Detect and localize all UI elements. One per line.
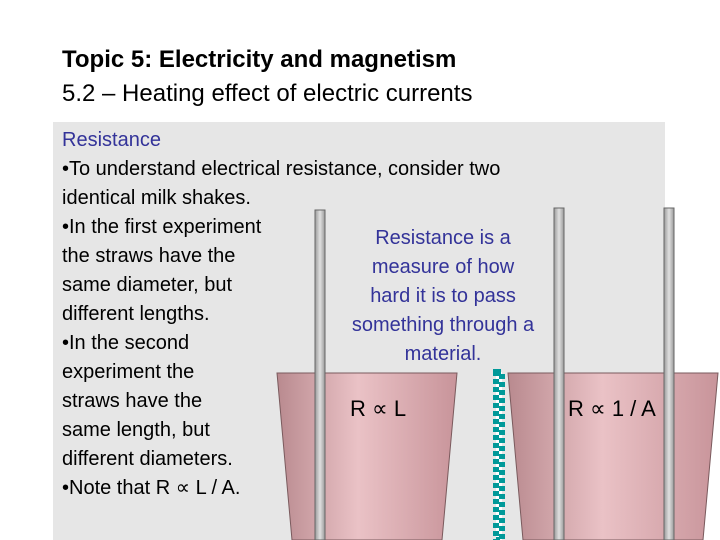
- body-line: •In the first experiment: [62, 216, 262, 238]
- body-line: experiment the: [62, 361, 195, 383]
- body-line: different lengths.: [62, 303, 210, 325]
- body-text: Resistance •To understand electrical res…: [62, 126, 602, 503]
- body-line: different diameters.: [62, 448, 233, 470]
- straw-thin: [493, 369, 505, 540]
- straw-long: [553, 207, 565, 540]
- callout-line: material.: [404, 343, 482, 365]
- body-line: identical milk shakes.: [62, 187, 251, 209]
- section-heading: Resistance: [62, 129, 161, 151]
- slide-title: Topic 5: Electricity and magnetism: [62, 46, 457, 73]
- slide-subtitle: 5.2 – Heating effect of electric current…: [62, 80, 473, 107]
- straw-short: [314, 209, 326, 540]
- callout-line: measure of how: [371, 256, 515, 278]
- slide-title-block: Topic 5: Electricity and magnetism 5.2 –…: [62, 44, 472, 112]
- body-line: straws have the: [62, 390, 203, 412]
- body-line: •In the second: [62, 332, 190, 354]
- body-line: •Note that R ∝ L / A.: [62, 477, 241, 499]
- callout-line: something through a: [351, 314, 535, 336]
- straw-wide: [663, 207, 675, 540]
- body-line: •To understand electrical resistance, co…: [62, 158, 501, 180]
- callout-line: hard it is to pass: [370, 285, 516, 307]
- resistance-definition-callout: Resistance is a measure of how hard it i…: [330, 224, 556, 369]
- callout-line: Resistance is a: [375, 227, 511, 249]
- formula-area: R ∝ 1 / A: [568, 396, 656, 421]
- body-line: the straws have the: [62, 245, 236, 267]
- body-line: same diameter, but: [62, 274, 233, 296]
- body-line: same length, but: [62, 419, 210, 441]
- formula-length: R ∝ L: [350, 396, 407, 421]
